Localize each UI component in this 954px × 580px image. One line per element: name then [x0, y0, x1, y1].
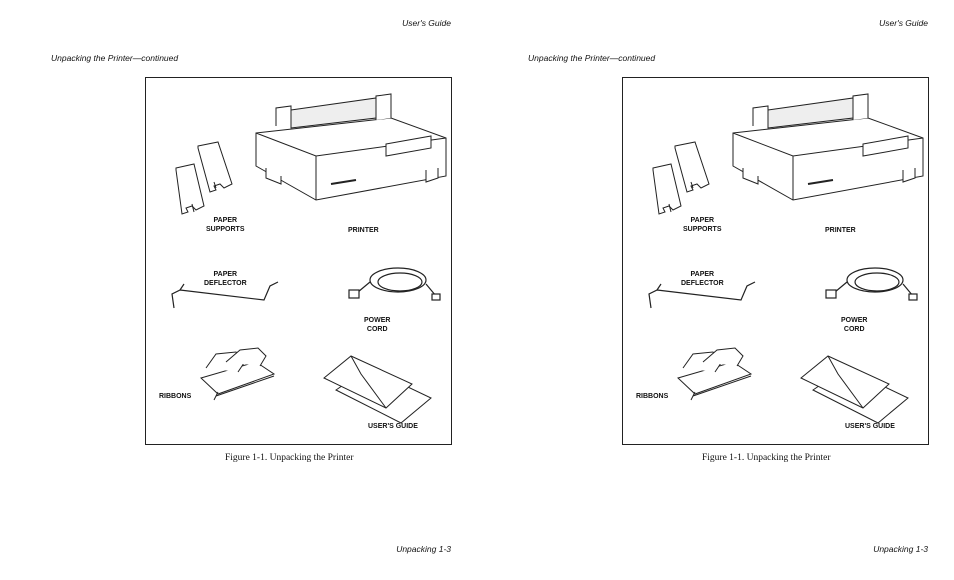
label-paper-deflector: PAPER DEFLECTOR [204, 271, 247, 287]
section-continued-heading: Unpacking the Printer—continued [528, 53, 656, 63]
label-users-guide: USER'S GUIDE [845, 423, 895, 430]
page-header: User's Guide [879, 18, 928, 28]
figure-frame: PAPER SUPPORTS PRINTER PAPER DEFLECTOR P… [622, 77, 929, 445]
unpacking-illustration [171, 93, 447, 424]
label-power-cord: POWER CORD [364, 317, 391, 333]
label-ribbons: RIBBONS [159, 393, 192, 400]
paper-deflector-drawing [171, 281, 279, 309]
label-paper-supports: PAPER SUPPORTS [683, 217, 722, 233]
right-page: User's Guide Unpacking the Printer—conti… [477, 0, 954, 580]
figure-caption: Figure 1-1. Unpacking the Printer [225, 453, 354, 463]
power-cord-drawing [825, 267, 918, 301]
label-users-guide: USER'S GUIDE [368, 423, 418, 430]
label-paper-supports: PAPER SUPPORTS [206, 217, 245, 233]
section-continued-heading: Unpacking the Printer—continued [51, 53, 179, 63]
ribbons-drawing [200, 347, 276, 401]
ribbons-drawing [677, 347, 753, 401]
page-footer: Unpacking 1-3 [873, 544, 928, 554]
paper-supports-drawing [175, 141, 233, 215]
printer-drawing [255, 93, 447, 201]
printer-drawing [732, 93, 924, 201]
figure-caption: Figure 1-1. Unpacking the Printer [702, 453, 831, 463]
label-ribbons: RIBBONS [636, 393, 669, 400]
left-page: User's Guide Unpacking the Printer—conti… [51, 18, 452, 554]
users-guide-drawing [323, 355, 432, 424]
users-guide-drawing [800, 355, 909, 424]
label-paper-deflector: PAPER DEFLECTOR [681, 271, 724, 287]
page-header: User's Guide [402, 18, 451, 28]
label-printer: PRINTER [348, 227, 379, 234]
label-power-cord: POWER CORD [841, 317, 868, 333]
power-cord-drawing [348, 267, 441, 301]
paper-deflector-drawing [648, 281, 756, 309]
unpacking-illustration [648, 93, 924, 424]
figure-frame: PAPER SUPPORTS PRINTER PAPER DEFLECTOR P… [145, 77, 452, 445]
label-printer: PRINTER [825, 227, 856, 234]
paper-supports-drawing [652, 141, 710, 215]
page-footer: Unpacking 1-3 [396, 544, 451, 554]
